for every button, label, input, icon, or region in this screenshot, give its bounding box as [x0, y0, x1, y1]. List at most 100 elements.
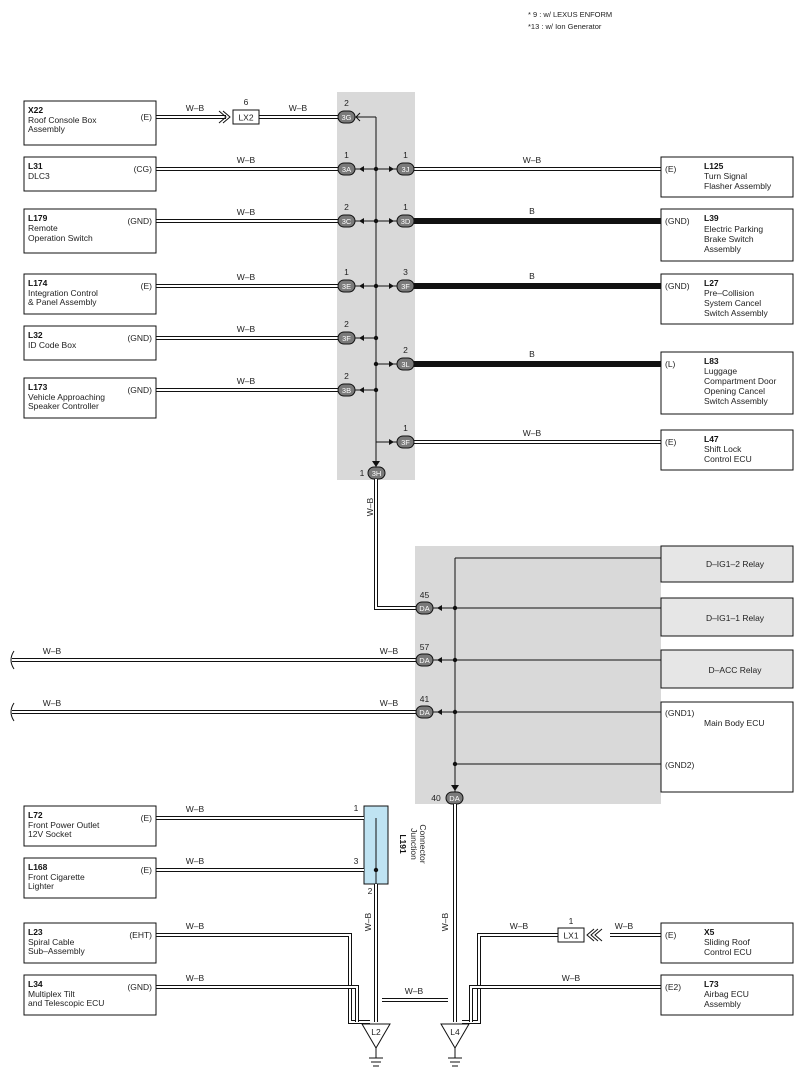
component-desc: 12V Socket [28, 829, 72, 839]
connector-pin: 1 [403, 150, 408, 160]
component-desc: Flasher Assembly [704, 181, 772, 191]
component-l72: L72 Front Power Outlet 12V Socket (E) [23, 805, 157, 847]
component-id: L39 [704, 213, 719, 223]
wire-label: W–B [363, 912, 373, 931]
component-pin: (E2) [665, 982, 681, 992]
component-desc: Front Cigarette [28, 872, 85, 882]
component-pin: (GND) [665, 216, 690, 226]
connector-name: 3H [372, 469, 382, 478]
component-desc: Turn Signal [704, 171, 747, 181]
note-lexus-enform: * 9 : w/ LEXUS ENFORM [528, 10, 612, 19]
wire-label: W–B [186, 921, 205, 931]
component-desc: DLC3 [28, 171, 50, 181]
wire-label: W–B [405, 986, 424, 996]
note-ion-generator: *13 : w/ Ion Generator [528, 22, 602, 31]
connector-name: 3B [342, 386, 351, 395]
component-pin: (E) [665, 930, 677, 940]
component-id: L173 [28, 382, 48, 392]
connector-pin: 45 [420, 590, 430, 600]
connector-name: DA [449, 794, 459, 803]
component-desc: Vehicle Approaching [28, 392, 105, 402]
jb-connector-3f-right: 3F 3 [396, 267, 415, 293]
component-l47: (E) L47 Shift Lock Control ECU [660, 429, 794, 471]
ecu-name: Main Body ECU [704, 718, 764, 728]
component-desc: Electric Parking [704, 224, 763, 234]
component-desc: Shift Lock [704, 444, 742, 454]
component-pin: (E) [665, 164, 677, 174]
connector-pin: 1 [403, 202, 408, 212]
component-l23: L23 Spiral Cable Sub–Assembly (EHT) [23, 922, 157, 964]
wire-label: W–B [186, 103, 205, 113]
component-desc: Integration Control [28, 288, 98, 298]
jb-connector-3h: 3H 1 [360, 466, 386, 480]
connector-name: DA [419, 604, 429, 613]
component-desc: Spiral Cable [28, 937, 75, 947]
component-desc: Opening Cancel [704, 386, 765, 396]
component-id: L47 [704, 434, 719, 444]
wire-label: W–B [380, 646, 399, 656]
connector-pin: 57 [420, 642, 430, 652]
component-desc: Sliding Roof [704, 937, 750, 947]
component-pin: (GND) [127, 216, 152, 226]
jb-connector-3c: 3C 2 [337, 202, 356, 228]
wire-label: W–B [562, 973, 581, 983]
component-id: L31 [28, 161, 43, 171]
wire-label: W–B [237, 272, 256, 282]
wire-label: W–B [237, 207, 256, 217]
component-id: L73 [704, 979, 719, 989]
component-pin: (GND) [127, 982, 152, 992]
ecu-pin-gnd1: (GND1) [665, 708, 694, 718]
component-id: L72 [28, 810, 43, 820]
wire-label-b: B [529, 206, 535, 216]
component-desc: Assembly [28, 124, 66, 134]
connector-pin: 2 [344, 202, 349, 212]
connector-name: 3F [342, 334, 351, 343]
component-id: L168 [28, 862, 48, 872]
component-l27: (GND) L27 Pre–Collision System Cancel Sw… [660, 273, 794, 325]
component-desc: System Cancel [704, 298, 761, 308]
connector-name: 3L [401, 360, 409, 369]
component-desc: Assembly [704, 999, 742, 1009]
component-id: X22 [28, 105, 43, 115]
component-l174: L174 Integration Control & Panel Assembl… [23, 273, 157, 315]
wire-label: W–B [523, 155, 542, 165]
component-pin: (E) [141, 281, 153, 291]
connector-pin: 2 [344, 371, 349, 381]
connector-name: DA [419, 708, 429, 717]
wire-label: W–B [510, 921, 529, 931]
wire-label: W–B [237, 324, 256, 334]
component-desc: & Panel Assembly [28, 297, 97, 307]
component-pin: (L) [665, 359, 676, 369]
lx2-connector-name: LX2 [238, 113, 253, 123]
relay-label: D–ACC Relay [709, 665, 763, 675]
component-l31: L31 DLC3 (CG) [23, 156, 157, 192]
jb-connector-3f-lower: 3F 1 [396, 423, 415, 449]
component-desc: Compartment Door [704, 376, 776, 386]
da-connector-41: DA 41 [415, 694, 434, 719]
connector-pin: 2 [403, 345, 408, 355]
connector-name: 3F [401, 438, 410, 447]
component-desc: Remote [28, 223, 58, 233]
jb-connector-3a: 3A 1 [337, 150, 356, 176]
component-desc: Switch Assembly [704, 396, 769, 406]
component-desc: Assembly [704, 244, 742, 254]
component-desc: Sub–Assembly [28, 946, 85, 956]
jb-connector-3g: 3G 2 [337, 98, 356, 124]
connector-name: DA [419, 656, 429, 665]
wire-label: W–B [186, 804, 205, 814]
ground-l4: L4 [440, 1023, 470, 1067]
junction-connector-l191: 1 3 2 L191 Junction Connector [354, 803, 428, 896]
relay-label: D–IG1–1 Relay [706, 613, 765, 623]
connector-name: 3C [342, 217, 352, 226]
jb-connector-3d: 3D 1 [396, 202, 415, 228]
da-connector-57: DA 57 [415, 642, 434, 667]
component-pin: (E) [665, 437, 677, 447]
jb-connector-3e: 3E 1 [337, 267, 356, 293]
jc-pin-3: 3 [354, 856, 359, 866]
component-pin: (E) [141, 865, 153, 875]
connector-name: 3A [342, 165, 351, 174]
connector-pin: 2 [344, 319, 349, 329]
relay-d-ig1-2: D–IG1–2 Relay [660, 545, 794, 583]
left-edge-wires: W–B W–B W–B W–B [10, 646, 416, 722]
component-l179: L179 Remote Operation Switch (GND) [23, 208, 157, 254]
